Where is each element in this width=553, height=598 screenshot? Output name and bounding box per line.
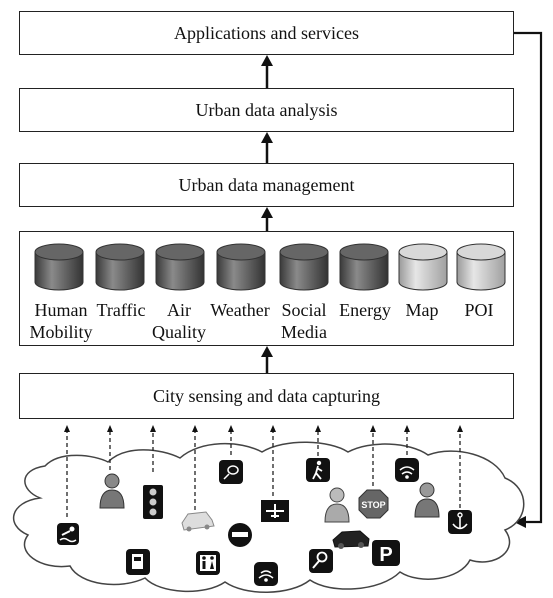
- source-label-energy: Energy: [339, 300, 391, 320]
- svg-text:STOP: STOP: [361, 500, 385, 510]
- search-location-icon: [309, 549, 333, 573]
- sensing-layer: City sensing and data capturing: [19, 373, 514, 419]
- source-label-weather: Weather: [210, 300, 270, 320]
- database-cylinders: [34, 243, 506, 291]
- applications-layer: Applications and services: [19, 11, 514, 55]
- applications-label: Applications and services: [174, 22, 359, 43]
- no-entry-icon: [228, 523, 252, 547]
- sports-car-icon: [332, 530, 370, 549]
- restroom-icon: [196, 551, 220, 575]
- sensing-arrows: [66, 430, 461, 517]
- analysis-label: Urban data analysis: [195, 99, 338, 120]
- tennis-icon: [219, 460, 243, 484]
- anchor-icon: [448, 510, 472, 534]
- sensing-label: City sensing and data capturing: [153, 385, 380, 406]
- traffic-light-icon: [143, 485, 163, 519]
- car-icon: [181, 511, 215, 532]
- layer-arrows: [261, 55, 273, 373]
- source-label-poi: POI: [464, 300, 494, 320]
- parking-icon: P: [372, 540, 400, 566]
- fuel-station-icon: [126, 549, 150, 575]
- source-label-map: Map: [405, 300, 439, 320]
- person-icon: [324, 487, 350, 523]
- person-icon: [414, 482, 440, 518]
- feedback-arrow: [514, 31, 543, 528]
- pedestrian-icon: [306, 458, 330, 482]
- database-icon-energy: [339, 243, 389, 291]
- database-icon-human-mobility: [34, 243, 84, 291]
- airport-icon: [261, 500, 289, 522]
- database-icon-map: [398, 243, 448, 291]
- database-icon-traffic: [95, 243, 145, 291]
- database-icon-poi: [456, 243, 506, 291]
- management-label: Urban data management: [178, 174, 355, 195]
- analysis-layer: Urban data analysis: [19, 88, 514, 132]
- wifi-icon: [395, 458, 419, 482]
- management-layer: Urban data management: [19, 163, 514, 207]
- signal-icon: [254, 562, 278, 586]
- svg-text:P: P: [379, 544, 392, 566]
- database-icon-weather: [216, 243, 266, 291]
- stop-sign-icon: STOP: [358, 489, 389, 519]
- sensing-arrowheads: [64, 425, 463, 432]
- swimming-icon: [57, 523, 79, 545]
- source-label-traffic: Traffic: [96, 300, 146, 320]
- database-icon-air-quality: [155, 243, 205, 291]
- person-icon: [99, 473, 125, 509]
- database-icon-social-media: [279, 243, 329, 291]
